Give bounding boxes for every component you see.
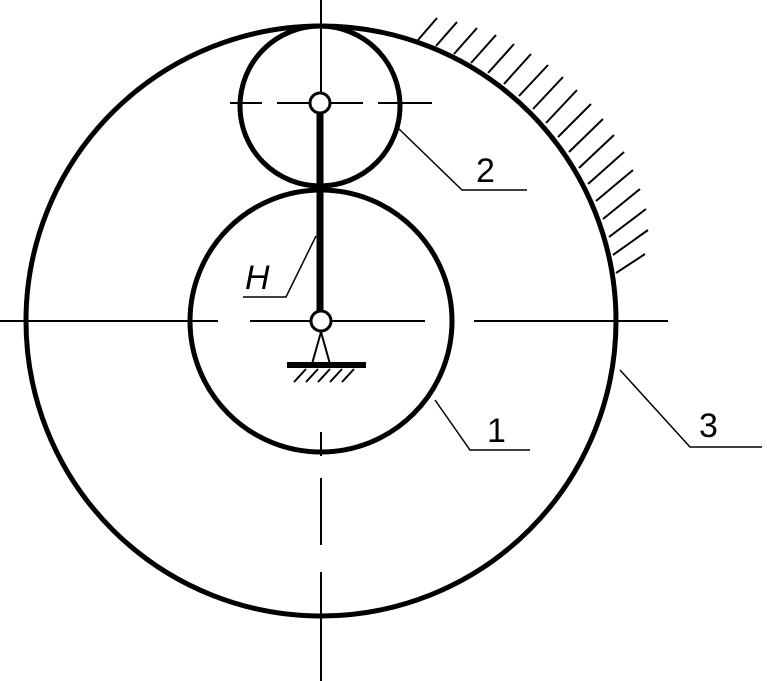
fixed-housing-hatching <box>417 17 649 274</box>
planet-pivot-joint <box>308 91 332 115</box>
center-lines <box>0 0 668 681</box>
label-gear-3: 3 <box>699 407 718 445</box>
leader-gear-2 <box>397 127 527 191</box>
central-pivot-joint <box>309 309 333 333</box>
label-carrier-h: H <box>245 259 270 297</box>
label-gear-2: 2 <box>476 152 495 190</box>
leader-lines <box>243 127 762 451</box>
leader-carrier-h <box>243 235 317 298</box>
leader-gear-1 <box>434 399 530 451</box>
ground-support <box>287 331 366 383</box>
leader-gear-3 <box>619 369 762 448</box>
label-gear-1: 1 <box>487 412 506 450</box>
